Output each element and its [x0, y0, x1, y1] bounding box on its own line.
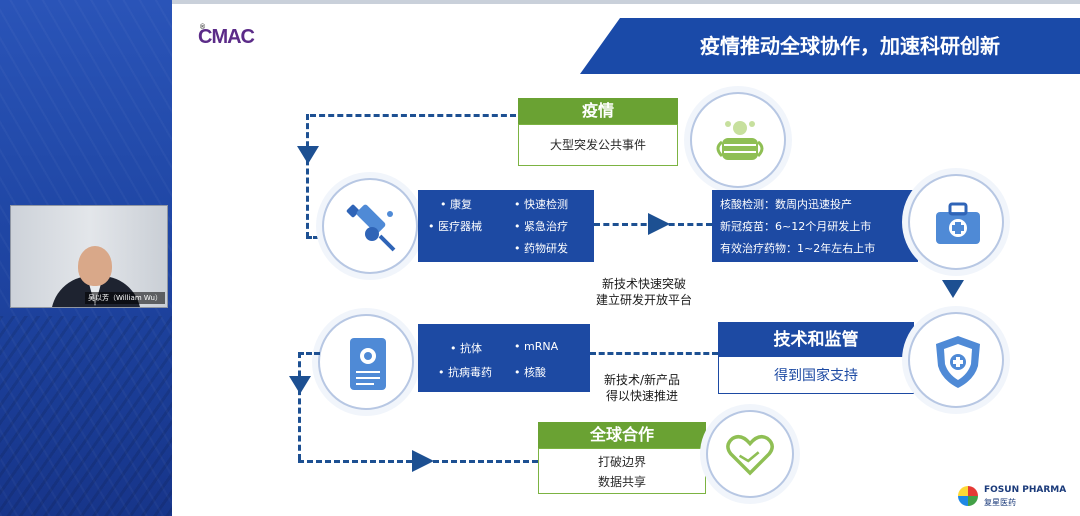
background-hatch [0, 316, 172, 516]
rollout-caption: 新技术/新产品 得以快速推进 [604, 372, 680, 404]
cmac-logo-text: CMAC [198, 26, 255, 48]
tech-regulation-box: 技术和监管 得到国家支持 [718, 322, 914, 394]
progress-line-3: 有效治疗药物：1~2年左右上市 [720, 242, 876, 255]
bullet-rapid-test: • 快速检测 [514, 198, 568, 211]
connector-left-stub [306, 236, 326, 239]
arrow-right-middle [648, 213, 670, 235]
innovation-caption-line-1: 新技术快速突破 [602, 277, 687, 291]
shield-icon-circle [908, 312, 1004, 408]
epidemic-title: 疫情 [518, 98, 678, 124]
medkit-icon-circle [908, 174, 1004, 270]
speaker-name-tag: 吴以芳（William Wu） [85, 292, 165, 304]
progress-line-2: 新冠疫苗：6~12个月研发上市 [720, 220, 872, 233]
handshake-icon-circle [706, 410, 794, 498]
fosun-brand-en: FOSUN PHARMA [984, 485, 1067, 495]
cmac-logo: ® CMAC [198, 24, 255, 49]
connector-left-lower-stub [298, 352, 320, 355]
arrow-down-right [942, 280, 964, 298]
bullet-devices: • 医疗器械 [428, 220, 482, 233]
connector-top [310, 114, 516, 117]
title-banner [580, 18, 1080, 74]
bullet-recovery: • 康复 [440, 198, 472, 211]
arrow-right-bottom [412, 450, 434, 472]
slide-title: 疫情推动全球协作，加速科研创新 [700, 34, 1000, 58]
bullet-drug-rd: • 药物研发 [514, 242, 568, 255]
fosun-brand-cn: 复星医药 [984, 498, 1016, 507]
virus-document-icon [350, 338, 386, 390]
dropper-icon-circle [322, 178, 418, 274]
global-cooperation-box: 全球合作 打破边界 数据共享 [538, 422, 706, 494]
epidemic-box: 疫情 大型突发公共事件 [518, 98, 678, 166]
mask-icon-circle [690, 92, 786, 188]
progress-panel: 核酸检测：数周内迅速投产 新冠疫苗：6~12个月研发上市 有效治疗药物：1~2年… [712, 190, 918, 262]
bullet-emergency: • 紧急治疗 [514, 220, 568, 233]
slide-top-edge [172, 0, 1080, 4]
bullet-antibody: • 抗体 [450, 342, 482, 355]
devices-label: 医疗器械 [438, 220, 482, 233]
mask-icon [716, 121, 764, 160]
recovery-label: 康复 [450, 198, 472, 211]
arrow-down-left [297, 146, 319, 164]
response-panel: • 快速检测 • 康复 • 紧急治疗 • 医疗器械 • 药物研发 [418, 190, 594, 262]
bullet-mrna: • mRNA [514, 340, 559, 353]
antiviral-label: 抗病毒药 [448, 366, 492, 379]
epidemic-subtitle: 大型突发公共事件 [518, 124, 678, 166]
connector-left-lower [298, 352, 301, 460]
connector-lower-middle [590, 352, 718, 355]
emergency-label: 紧急治疗 [524, 220, 568, 233]
mrna-label: mRNA [524, 340, 559, 353]
technology-panel: • mRNA • 抗体 • 核酸 • 抗病毒药 [418, 324, 590, 392]
global-line-2: 数据共享 [597, 475, 646, 489]
shield-icon [936, 336, 980, 388]
tech-regulation-subtitle: 得到国家支持 [774, 368, 858, 384]
tech-regulation-title: 技术和监管 [719, 323, 913, 357]
innovation-caption-line-2: 建立研发开放平台 [596, 293, 693, 307]
progress-line-1: 核酸检测：数周内迅速投产 [720, 198, 852, 211]
bullet-antiviral: • 抗病毒药 [438, 366, 492, 379]
connector-left-upper [306, 114, 309, 238]
antibody-label: 抗体 [460, 342, 482, 355]
global-cooperation-body: 打破边界 数据共享 [538, 448, 706, 494]
rollout-caption-line-2: 得以快速推进 [606, 389, 679, 403]
fosun-mark-icon [958, 486, 978, 506]
registered-mark: ® [200, 24, 205, 31]
virus-document-icon-circle [318, 314, 414, 410]
fosun-pharma-logo: FOSUN PHARMA 复星医药 [958, 482, 1076, 510]
bullet-nucleic: • 核酸 [514, 366, 546, 379]
global-line-1: 打破边界 [597, 455, 646, 469]
nucleic-label: 核酸 [524, 366, 546, 379]
speaker-head [78, 246, 112, 286]
innovation-caption: 新技术快速突破 建立研发开放平台 [596, 276, 692, 308]
global-cooperation-title: 全球合作 [538, 422, 706, 448]
handshake-heart-icon [726, 434, 774, 476]
dropper-icon [346, 204, 396, 252]
medkit-icon [936, 202, 980, 244]
drug-rd-label: 药物研发 [524, 242, 568, 255]
rapid-test-label: 快速检测 [524, 198, 568, 211]
rollout-caption-line-1: 新技术/新产品 [604, 373, 681, 387]
speaker-video-tile[interactable]: 吴以芳（William Wu） [10, 205, 168, 308]
arrow-down-lower-left [289, 376, 311, 394]
